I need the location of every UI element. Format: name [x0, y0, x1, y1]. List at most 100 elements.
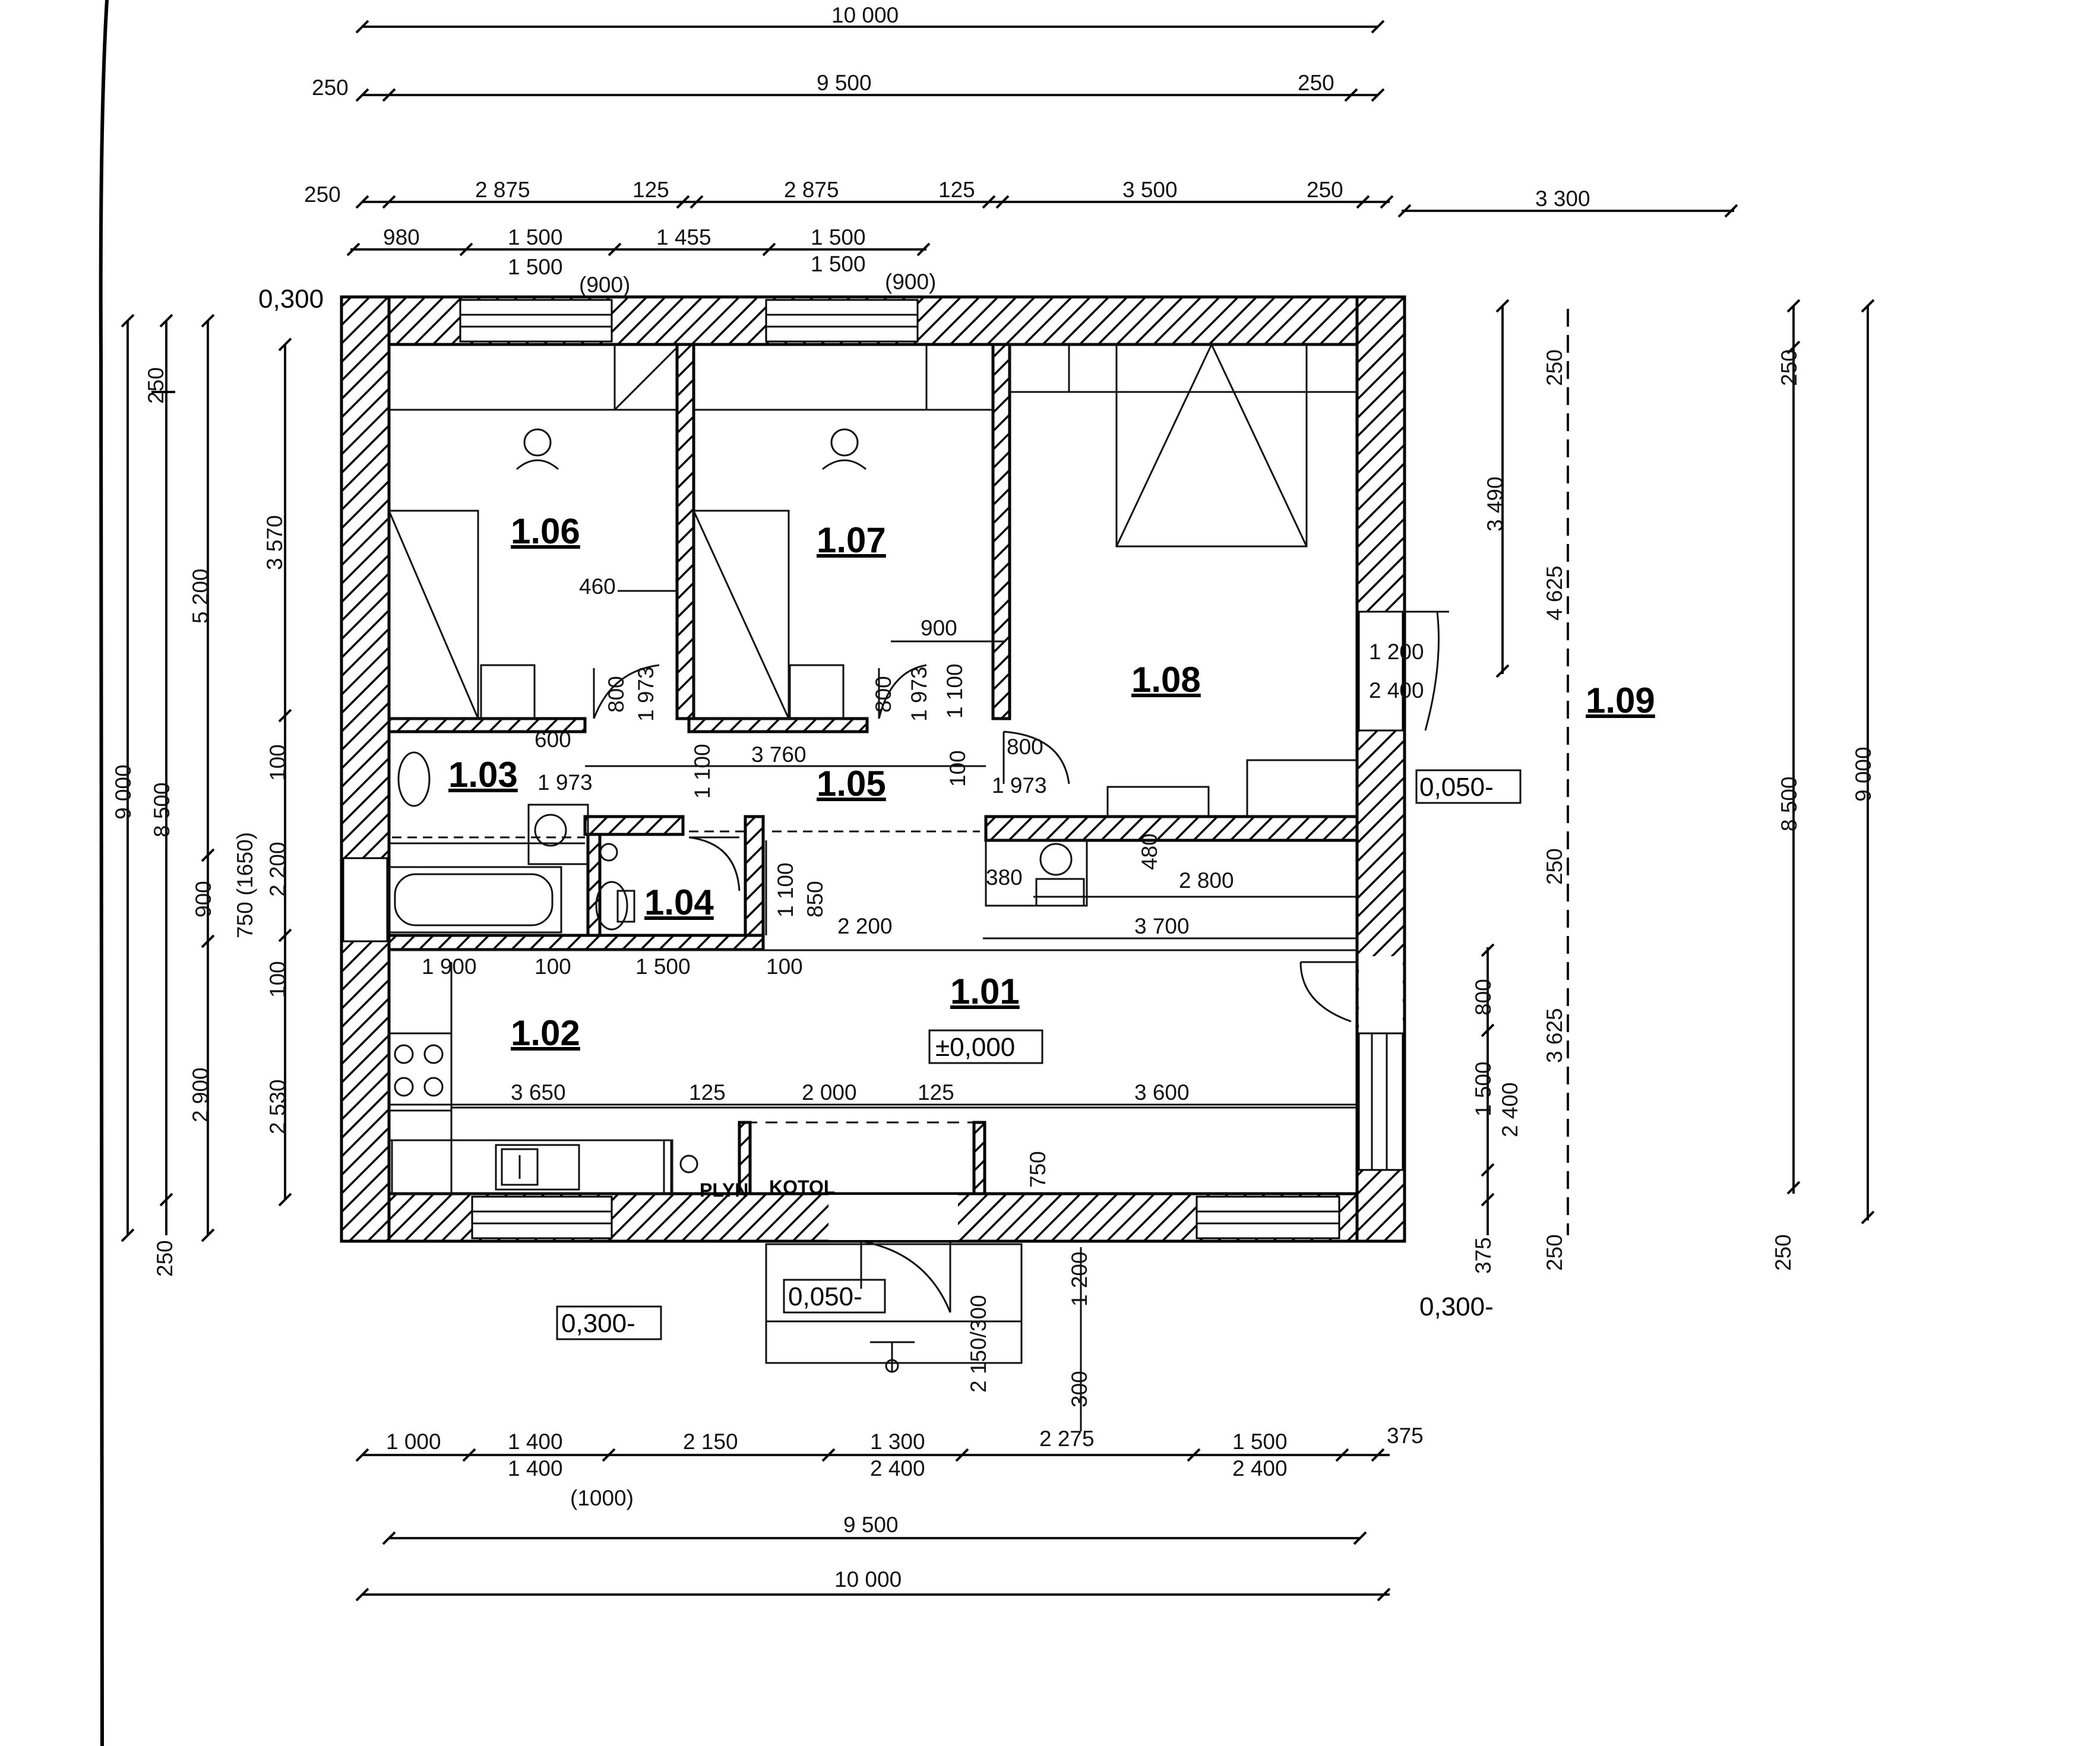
fixture-boiler: KOTOL: [769, 1176, 835, 1198]
dim-left-2200: 2 200: [265, 842, 290, 897]
room-label-1-05: 1.05: [817, 764, 886, 804]
dim-left-chain-5200: 5 200: [188, 568, 213, 624]
fixture-gas: PLYN: [700, 1179, 748, 1201]
level-corner-top-left: 0,300: [258, 284, 324, 314]
dim-right-door-2400: 2 400: [1369, 678, 1424, 703]
level-entry: 0,050-: [788, 1282, 862, 1311]
dim-int-1200: 1 200: [1067, 1251, 1092, 1307]
dim-terrace-9000: 9 000: [1851, 747, 1876, 802]
dim-left-outer-9000: 9 000: [111, 764, 135, 820]
dim-int-125a: 125: [689, 1080, 726, 1105]
dim-left-3570: 3 570: [262, 515, 287, 570]
dim-bot-seg-1: 1 400: [508, 1429, 563, 1454]
dim-left-outer-8500: 8 500: [150, 782, 174, 837]
room-label-1-08: 1.08: [1131, 660, 1201, 700]
dim-int-1100c: 1 100: [773, 862, 798, 918]
right-dimensions: 250 3 490 4 625 250 3 625 250 800 1 500 …: [1369, 299, 1876, 1274]
doors: [593, 611, 1449, 1373]
dim-int-800c: 800: [1007, 735, 1043, 759]
dim-right-door-1200: 1 200: [1369, 640, 1424, 664]
dim-left-window-750: 750 (1650): [233, 832, 257, 938]
dim-int-300: 300: [1067, 1371, 1092, 1407]
dim-top-openh-1: 1 500: [811, 252, 866, 276]
dim-right-250-top: 250: [1542, 349, 1567, 386]
room-label-1-07: 1.07: [817, 520, 886, 560]
room-label-1-09: 1.09: [1586, 681, 1655, 720]
dim-left-chain-900: 900: [191, 881, 216, 918]
dim-int-750: 750: [1026, 1151, 1050, 1188]
room-labels: 1.06 1.07 1.08 1.09 1.03 1.05 1.04 1.01 …: [448, 511, 1655, 1064]
dim-int-1900: 1 900: [422, 954, 477, 979]
dim-top-open-0: 980: [383, 225, 420, 249]
dim-int-2000: 2 000: [802, 1080, 857, 1105]
dim-int-1973b: 1 973: [907, 666, 931, 722]
level-corner-bottom-right: 0,300-: [1419, 1292, 1494, 1321]
dim-bot-inner: 9 500: [843, 1513, 899, 1537]
dim-bot-overall: 10 000: [834, 1567, 902, 1592]
dim-terrace-250-bottom: 250: [1771, 1234, 1795, 1271]
dim-left-chain-2900: 2 900: [188, 1067, 213, 1122]
exterior-walls: [340, 295, 1406, 1243]
dim-top-sill-0: (900): [579, 273, 630, 297]
dim-top-seg-4: 125: [938, 178, 975, 202]
dim-right-3490: 3 490: [1483, 476, 1507, 532]
interior-walls: [387, 343, 1359, 1195]
dim-int-1973c: 1 973: [537, 770, 593, 795]
room-label-1-04: 1.04: [644, 883, 714, 922]
level-1-01: ±0,000: [935, 1033, 1015, 1062]
dim-right-1500: 1 500: [1471, 1061, 1495, 1116]
dim-top-open-2: 1 455: [656, 225, 711, 249]
dim-right-3625: 3 625: [1542, 1008, 1567, 1063]
room-label-1-01: 1.01: [950, 972, 1020, 1011]
dim-right-250-mid: 250: [1542, 848, 1567, 885]
dim-int-3760: 3 760: [751, 742, 807, 767]
dim-int-3650: 3 650: [511, 1080, 566, 1105]
dim-top-inner: 9 500: [817, 71, 872, 95]
dim-int-480: 480: [1137, 833, 1162, 870]
dim-bot-seg-5: 1 500: [1232, 1429, 1288, 1454]
dim-terrace-250-top: 250: [1777, 349, 1801, 386]
dim-int-380: 380: [986, 865, 1023, 890]
dim-bot-sub-0: 1 400: [508, 1456, 563, 1481]
dim-int-900: 900: [921, 616, 957, 640]
dim-int-1500: 1 500: [635, 954, 691, 979]
top-dimensions: 10 000 250 9 500 250 250 2 875 125 2 875…: [304, 3, 1738, 297]
dim-int-2800: 2 800: [1179, 868, 1234, 893]
dim-int-125b: 125: [918, 1080, 954, 1105]
dim-int-1973a: 1 973: [634, 666, 658, 722]
dim-top-overall: 10 000: [831, 3, 899, 27]
room-label-1-02: 1.02: [511, 1013, 580, 1053]
dim-bot-seg-2: 2 150: [683, 1429, 738, 1454]
furniture: [388, 343, 1358, 1195]
dim-top-250-right: 250: [1298, 71, 1334, 95]
dim-left-2530: 2 530: [265, 1079, 290, 1134]
dim-int-2200: 2 200: [837, 914, 893, 938]
dim-bot-seg-6: 375: [1387, 1424, 1424, 1448]
dim-top-seg-6: 250: [1307, 178, 1343, 202]
dim-int-3600: 3 600: [1134, 1080, 1190, 1105]
dim-top-seg-0: 250: [304, 182, 341, 207]
dim-top-openh-0: 1 500: [508, 255, 563, 279]
dim-top-open-3: 1 500: [811, 225, 866, 249]
dim-right-800: 800: [1471, 979, 1495, 1016]
dim-bot-seg-0: 1 000: [386, 1429, 441, 1454]
dim-int-460: 460: [579, 574, 616, 599]
dim-int-3700: 3 700: [1134, 914, 1190, 938]
dim-bot-seg-4: 2 275: [1039, 1426, 1095, 1451]
dim-left-250-bottom: 250: [153, 1240, 177, 1277]
level-marks: 0,300 0,050- 0,050- 0,300- 0,300- PLYN K…: [258, 284, 1522, 1340]
dim-bot-sub-2: 2 400: [1232, 1456, 1288, 1481]
dim-int-2150: 2 150/300: [966, 1295, 991, 1393]
dim-int-800a: 800: [604, 676, 628, 713]
level-terrace: 0,050-: [1419, 773, 1494, 802]
left-dimensions: 9 000 8 500 250 250 5 200 900 2 900 750 …: [111, 314, 292, 1277]
dim-left-100a: 100: [265, 744, 290, 781]
room-label-1-06: 1.06: [511, 511, 580, 551]
dim-left-250-top: 250: [144, 367, 168, 404]
dim-top-seg-2: 125: [632, 178, 669, 202]
dim-bot-sill: (1000): [570, 1486, 634, 1510]
dim-right-250-bottom: 250: [1542, 1234, 1567, 1271]
dim-int-600: 600: [535, 728, 571, 752]
dim-top-seg-5: 3 500: [1122, 178, 1178, 202]
